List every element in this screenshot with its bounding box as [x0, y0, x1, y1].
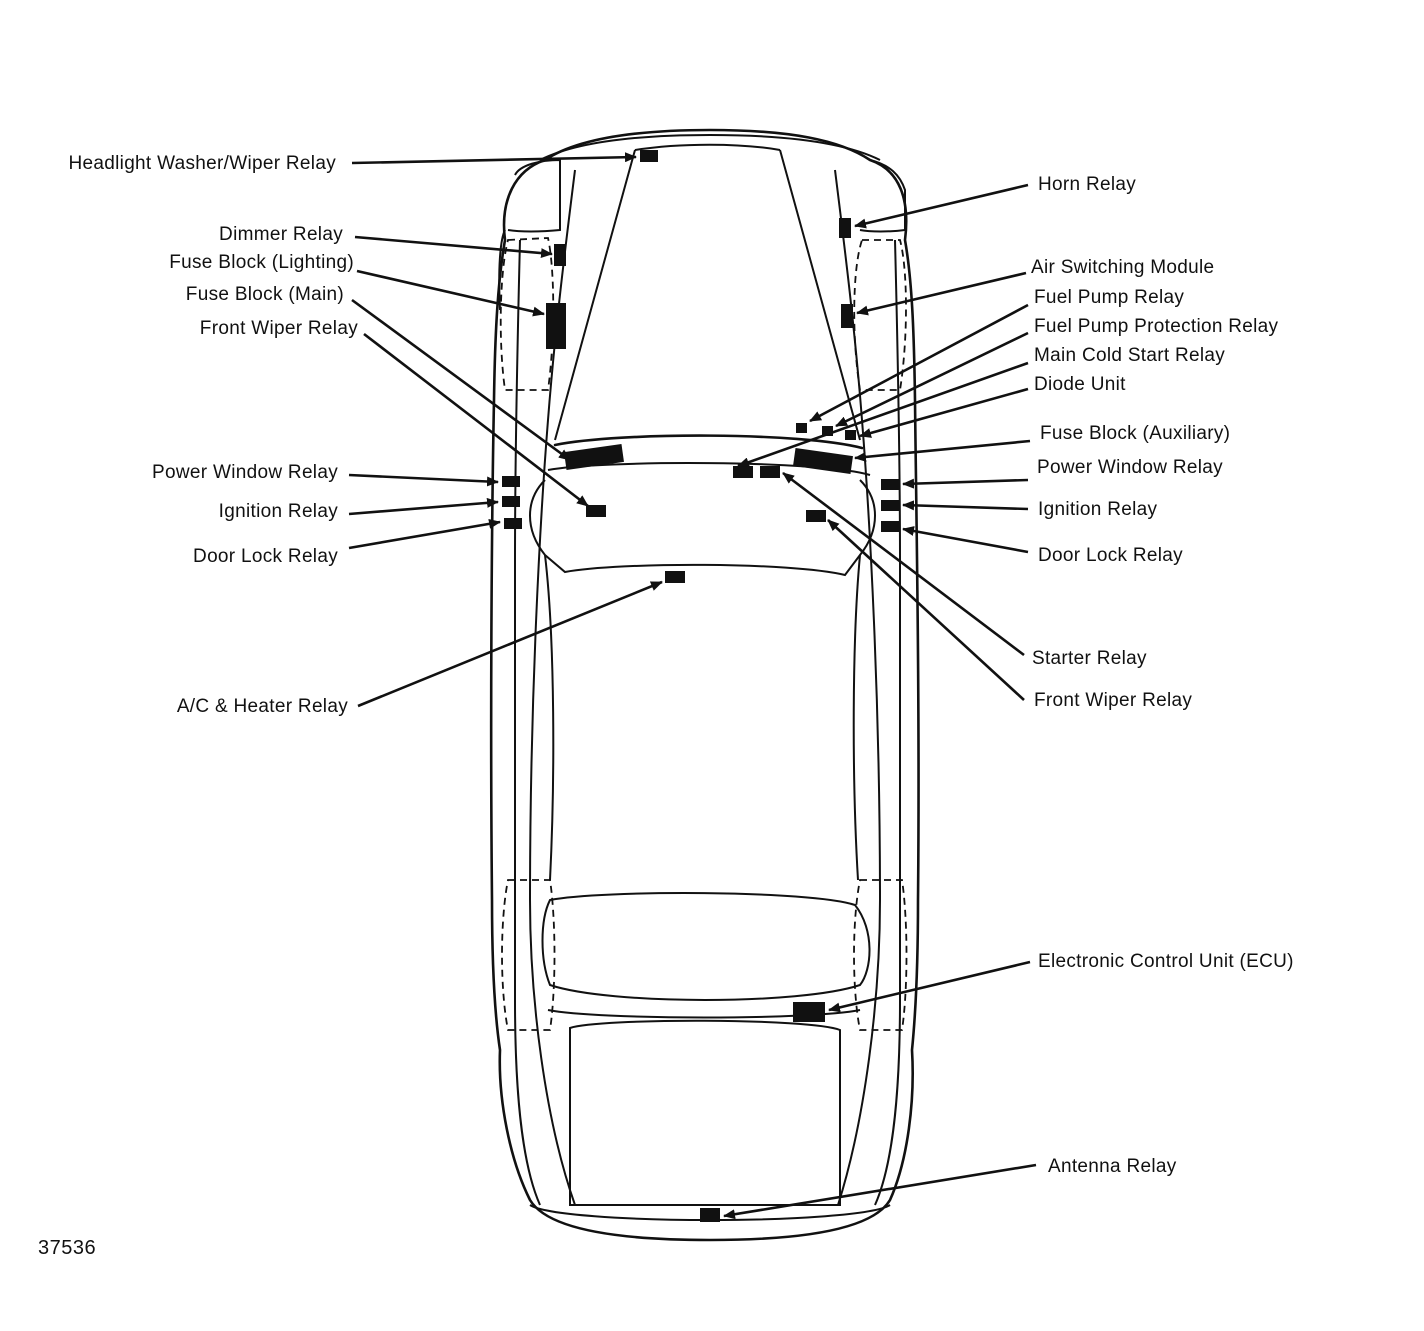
power-window-relay-right-block: [881, 479, 899, 490]
label-starter-relay: Starter Relay: [1032, 648, 1147, 669]
main-cold-start-block: [760, 466, 780, 478]
front-wiper-relay-right-block: [806, 510, 826, 522]
label-ignition-relay-right: Ignition Relay: [1038, 499, 1158, 520]
label-ignition-relay-left: Ignition Relay: [218, 501, 338, 522]
label-power-window-relay-left: Power Window Relay: [152, 462, 338, 483]
label-ac-heater-relay: A/C & Heater Relay: [176, 696, 348, 717]
label-power-window-relay-right: Power Window Relay: [1037, 457, 1223, 478]
ignition-relay-right-block: [881, 500, 899, 511]
fuse-block-aux-block: [793, 448, 853, 474]
power-window-relay-left-block: [502, 476, 520, 487]
label-diode-unit: Diode Unit: [1034, 374, 1126, 395]
headlight-washer-relay-block: [640, 150, 658, 162]
fuel-pump-relay-block: [796, 423, 807, 433]
starter-relay-block: [733, 466, 753, 478]
car-outline: [489, 128, 920, 1242]
ac-heater-relay-block: [665, 571, 685, 583]
label-headlight-washer-wiper-relay: Headlight Washer/Wiper Relay: [68, 153, 336, 174]
label-dimmer-relay: Dimmer Relay: [219, 224, 343, 245]
horn-relay-block: [839, 218, 851, 238]
door-lock-relay-right-block: [881, 521, 899, 532]
label-front-wiper-relay-right: Front Wiper Relay: [1034, 690, 1193, 711]
air-switching-module-block: [841, 304, 853, 328]
ecu-block: [793, 1002, 825, 1022]
diode-unit-block: [845, 430, 856, 440]
antenna-relay-block: [700, 1208, 720, 1222]
label-fuel-pump-protection-relay: Fuel Pump Protection Relay: [1034, 316, 1279, 337]
label-door-lock-relay-right: Door Lock Relay: [1038, 545, 1183, 566]
label-horn-relay: Horn Relay: [1038, 174, 1137, 195]
ignition-relay-left-block: [502, 496, 520, 507]
label-fuel-pump-relay: Fuel Pump Relay: [1034, 287, 1185, 308]
fuse-block-lighting-block: [546, 303, 566, 349]
figure-number: 37536: [38, 1237, 97, 1259]
front-wiper-relay-left-block: [586, 505, 606, 517]
label-fuse-block-auxiliary: Fuse Block (Auxiliary): [1040, 423, 1231, 444]
label-door-lock-relay-left: Door Lock Relay: [193, 546, 338, 567]
label-antenna-relay: Antenna Relay: [1048, 1156, 1177, 1177]
components: [502, 150, 899, 1222]
door-lock-relay-left-block: [504, 518, 522, 529]
fuse-block-main-block: [564, 444, 624, 470]
label-front-wiper-relay-left: Front Wiper Relay: [199, 318, 358, 339]
label-ecu: Electronic Control Unit (ECU): [1038, 951, 1294, 972]
leader-lines: [348, 152, 1037, 1220]
label-air-switching-module: Air Switching Module: [1031, 257, 1215, 278]
label-fuse-block-main: Fuse Block (Main): [185, 284, 344, 305]
label-fuse-block-lighting: Fuse Block (Lighting): [169, 252, 354, 273]
label-main-cold-start-relay: Main Cold Start Relay: [1034, 345, 1226, 366]
fuel-pump-protection-block: [822, 426, 833, 436]
dimmer-relay-block: [554, 244, 566, 266]
